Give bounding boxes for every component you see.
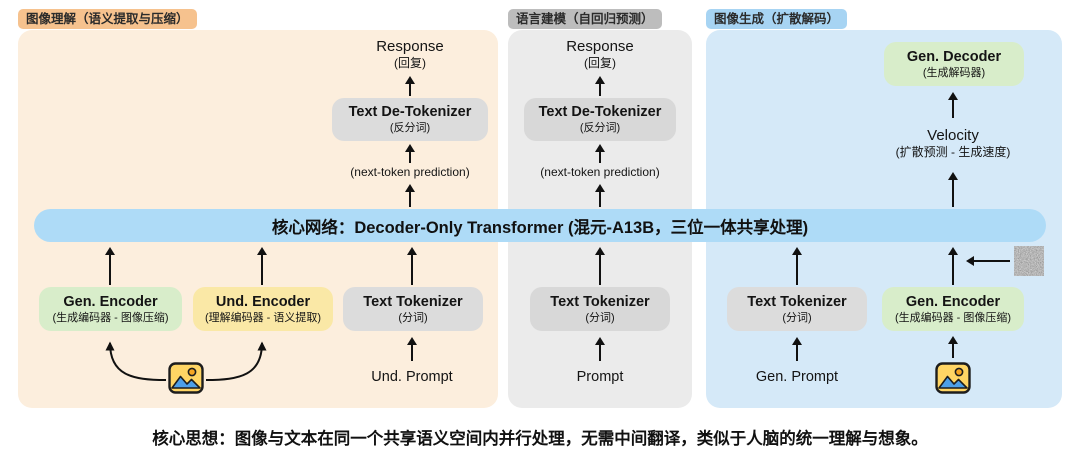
node-subtitle: (反分词) xyxy=(579,122,621,134)
text-detokenizer-node: Text De-Tokenizer (反分词) xyxy=(332,98,488,141)
core-network-band: 核心网络：Decoder-Only Transformer (混元-A13B，三… xyxy=(34,209,1046,242)
response-title: Response xyxy=(566,38,634,55)
response-subtitle: (回复) xyxy=(394,56,426,70)
gen-decoder-node: Gen. Decoder (生成解码器) xyxy=(884,42,1024,86)
arrow-up-icon xyxy=(594,247,606,285)
text-tokenizer-node: Text Tokenizer (分词) xyxy=(343,287,483,331)
node-subtitle: (分词) xyxy=(398,311,428,324)
arrow-up-icon xyxy=(947,247,959,285)
arrow-up-icon xyxy=(594,76,606,96)
node-title: Text De-Tokenizer xyxy=(348,104,472,120)
badge-image-understanding: 图像理解（语义提取与压缩） xyxy=(18,9,197,29)
node-subtitle: (反分词) xyxy=(389,122,431,134)
response-label: Response (回复) xyxy=(520,37,680,71)
und-encoder-node: Und. Encoder (理解编码器 - 语义提取) xyxy=(193,287,333,331)
velocity-title: Velocity xyxy=(927,127,979,144)
node-title: Text Tokenizer xyxy=(363,293,463,310)
node-subtitle: (分词) xyxy=(782,311,812,324)
arrow-up-icon xyxy=(791,337,803,361)
badge-image-generation: 图像生成（扩散解码） xyxy=(706,9,848,29)
noise-image xyxy=(1014,246,1044,276)
arrow-up-icon xyxy=(404,144,416,163)
arrow-up-icon xyxy=(791,247,803,285)
response-subtitle: (回复) xyxy=(584,56,616,70)
node-subtitle: (理解编码器 - 语义提取) xyxy=(204,311,322,324)
text-tokenizer-node: Text Tokenizer (分词) xyxy=(530,287,670,331)
image-icon xyxy=(935,362,971,394)
node-title: Text Tokenizer xyxy=(747,293,847,310)
node-subtitle: (生成编码器 - 图像压缩) xyxy=(52,311,169,324)
next-token-note: (next-token prediction) xyxy=(540,165,660,179)
arrow-left-icon xyxy=(966,256,1010,266)
split-connector xyxy=(105,341,267,381)
node-title: Gen. Encoder xyxy=(63,293,158,310)
arrow-up-icon xyxy=(406,247,418,285)
text-detokenizer-node: Text De-Tokenizer (反分词) xyxy=(524,98,676,141)
response-label: Response (回复) xyxy=(330,37,490,71)
badge-language-modeling: 语言建模（自回归预测） xyxy=(508,9,662,29)
node-subtitle: (生成解码器) xyxy=(922,66,986,79)
arrow-up-icon xyxy=(404,184,416,207)
node-title: Und. Encoder xyxy=(215,293,311,310)
gen-encoder-node: Gen. Encoder (生成编码器 - 图像压缩) xyxy=(39,287,182,331)
velocity-subtitle: (扩散预测 - 生成速度) xyxy=(895,145,1011,159)
und-prompt-label: Und. Prompt xyxy=(371,369,453,385)
node-subtitle: (分词) xyxy=(585,311,615,324)
image-icon xyxy=(168,362,204,394)
arrow-up-icon xyxy=(594,144,606,163)
arrow-up-icon xyxy=(947,336,959,358)
arrow-up-icon xyxy=(256,247,268,285)
node-subtitle: (生成编码器 - 图像压缩) xyxy=(894,311,1012,324)
node-title: Gen. Encoder xyxy=(905,293,1001,310)
arrow-up-icon xyxy=(104,247,116,285)
node-title: Text Tokenizer xyxy=(550,293,650,310)
response-title: Response xyxy=(376,38,444,55)
node-title: Text De-Tokenizer xyxy=(538,104,662,120)
arrow-up-icon xyxy=(947,172,959,207)
next-token-note: (next-token prediction) xyxy=(350,165,470,179)
arrow-up-icon xyxy=(594,184,606,207)
arrow-up-icon xyxy=(947,92,959,118)
arrow-up-icon xyxy=(404,76,416,96)
velocity-label: Velocity (扩散预测 - 生成速度) xyxy=(873,126,1033,160)
gen-encoder-node: Gen. Encoder (生成编码器 - 图像压缩) xyxy=(882,287,1024,331)
arrow-up-icon xyxy=(594,337,606,361)
prompt-label: Prompt xyxy=(576,369,624,385)
text-tokenizer-node: Text Tokenizer (分词) xyxy=(727,287,867,331)
gen-prompt-label: Gen. Prompt xyxy=(755,369,839,385)
node-title: Gen. Decoder xyxy=(906,48,1002,65)
core-idea-caption: 核心思想：图像与文本在同一个共享语义空间内并行处理，无需中间翻译，类似于人脑的统… xyxy=(152,430,928,448)
arrow-up-icon xyxy=(406,337,418,361)
